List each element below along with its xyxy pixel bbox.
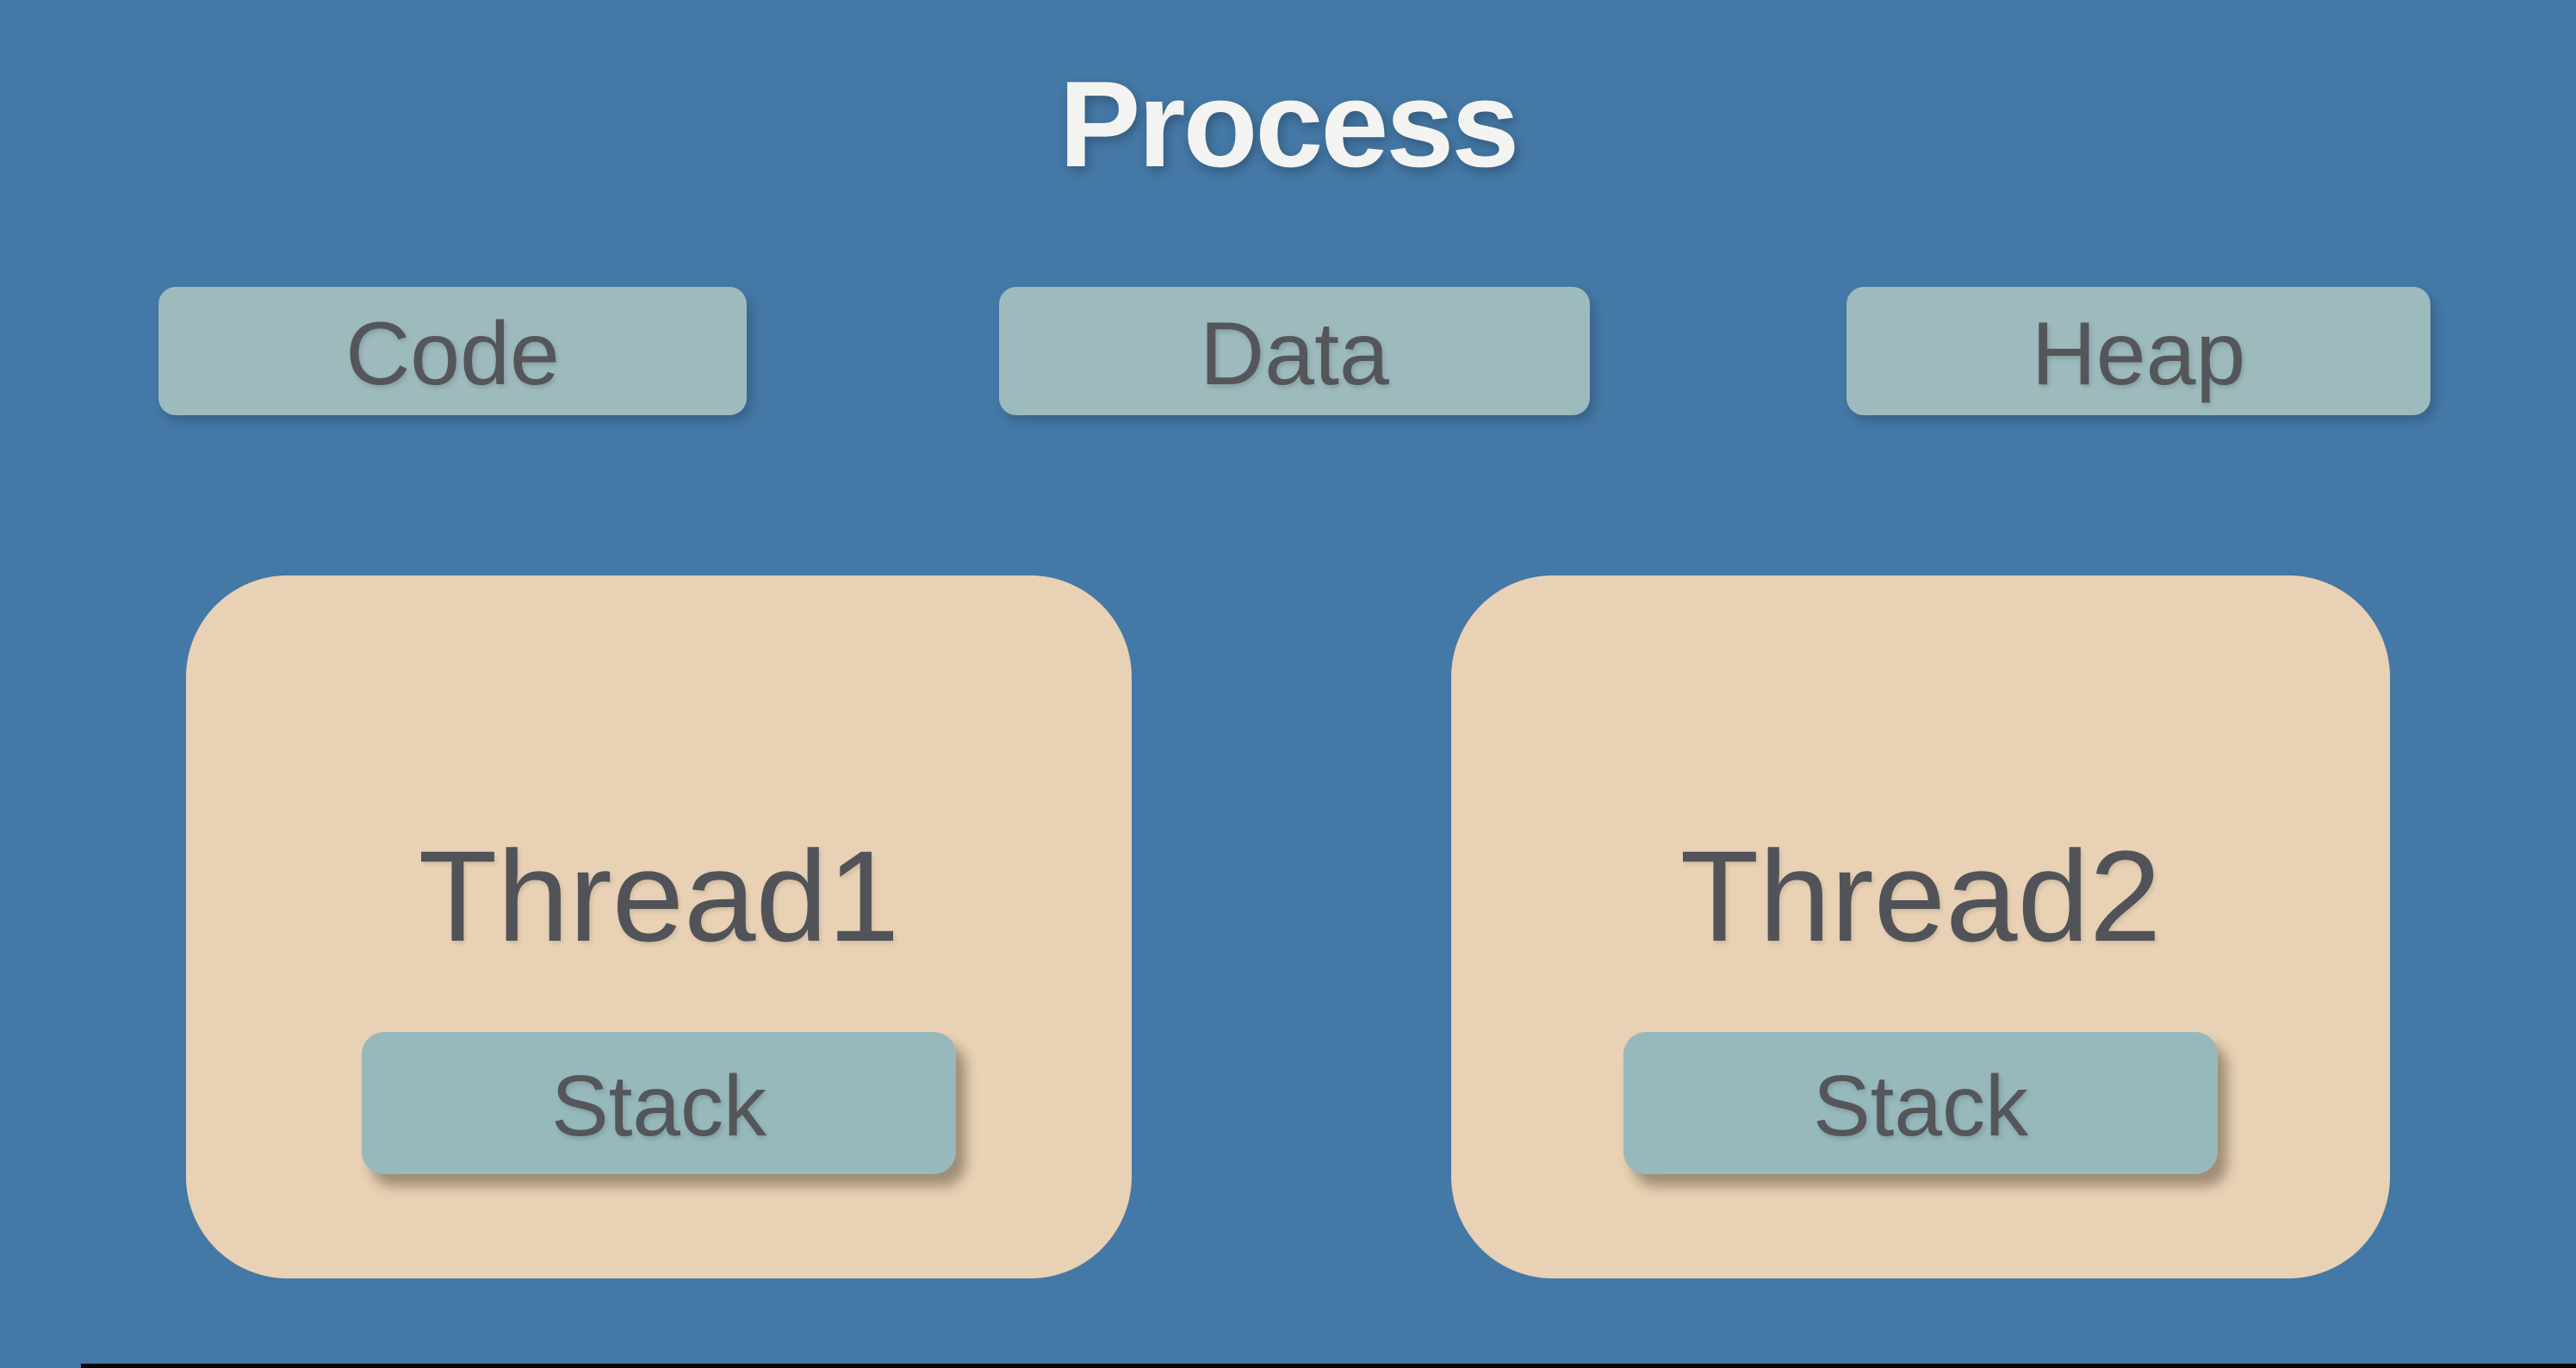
memory-section-code-label: Code [345, 303, 560, 404]
thread2-stack-box: Stack [1623, 1032, 2218, 1174]
memory-section-data-label: Data [1200, 303, 1389, 404]
thread2-label: Thread2 [1679, 824, 2162, 968]
thread1-box: Thread1 Stack [186, 575, 1132, 1278]
process-title: Process [1058, 56, 1520, 193]
memory-section-heap: Heap [1847, 287, 2430, 415]
thread1-stack-box: Stack [362, 1032, 956, 1174]
memory-section-heap-label: Heap [2031, 303, 2246, 404]
bottom-edge-bar [81, 1364, 2576, 1368]
thread2-stack-label: Stack [1812, 1057, 2029, 1154]
memory-section-code: Code [158, 287, 747, 415]
thread1-label: Thread1 [418, 824, 900, 968]
thread2-box: Thread2 Stack [1451, 575, 2390, 1278]
thread1-stack-label: Stack [550, 1057, 767, 1154]
memory-section-data: Data [999, 287, 1590, 415]
